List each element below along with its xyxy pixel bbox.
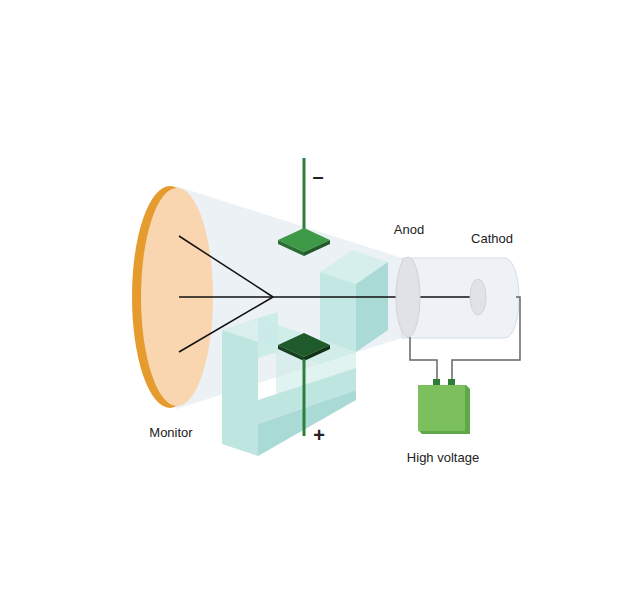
cathode-disk bbox=[470, 279, 486, 315]
deflected-beam bbox=[179, 296, 273, 298]
anode-wire bbox=[410, 337, 437, 382]
battery-terminal bbox=[433, 379, 440, 385]
part-label: High voltage bbox=[407, 450, 479, 466]
magnet-back-face bbox=[320, 272, 356, 352]
magnet-bottom-side bbox=[258, 390, 356, 456]
battery-terminal bbox=[448, 379, 455, 385]
negative-plate bbox=[278, 228, 330, 252]
positive-plate bbox=[278, 333, 330, 357]
part-label: Monitor bbox=[149, 425, 192, 441]
positive-plate-edge bbox=[278, 345, 304, 361]
magnet-front-face bbox=[222, 330, 258, 456]
part-label: Cathod bbox=[471, 231, 513, 247]
cathode-wire bbox=[452, 297, 520, 382]
negative-lead bbox=[303, 158, 306, 238]
polarity-sign: + bbox=[313, 423, 325, 447]
negative-plate-edge bbox=[304, 240, 330, 256]
negative-plate-edge bbox=[278, 240, 304, 256]
part-label: Anod bbox=[394, 222, 424, 238]
battery-side bbox=[418, 385, 470, 434]
anode-disk bbox=[396, 257, 420, 337]
magnet-side bbox=[356, 262, 388, 352]
polarity-sign: – bbox=[312, 164, 323, 188]
positive-plate-edge bbox=[304, 345, 330, 361]
high-voltage-battery bbox=[418, 385, 465, 431]
electron-beam bbox=[273, 296, 478, 298]
deflected-beam bbox=[179, 236, 273, 297]
positive-lead bbox=[303, 359, 306, 436]
